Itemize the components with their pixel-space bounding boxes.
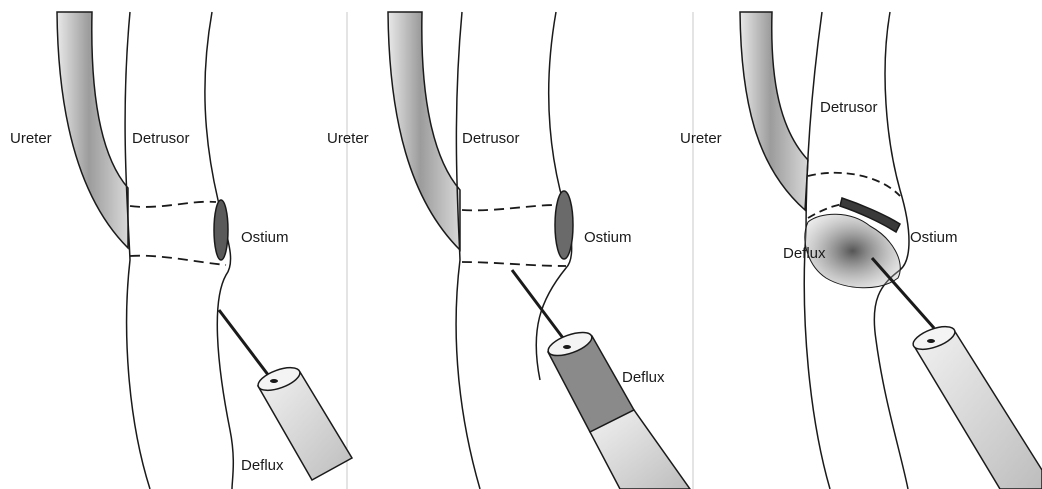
deflux-label: Deflux [622, 369, 665, 386]
deflux-label: Deflux [783, 245, 826, 262]
tunnel-dashed-top [462, 205, 556, 210]
needle [512, 270, 566, 342]
tunnel-dashed-top [808, 173, 900, 196]
panel-3: Ureter Detrusor Ostium Deflux [680, 12, 1042, 489]
ureter-tube [740, 12, 808, 210]
ureter-label: Ureter [680, 130, 722, 147]
panel-1: Ureter Detrusor Ostium Deflux [10, 12, 352, 489]
ureter-label: Ureter [327, 130, 369, 147]
detrusor-line-left [456, 12, 480, 489]
ostium-label: Ostium [910, 229, 958, 246]
ostium-opening [214, 200, 228, 260]
ostium-label: Ostium [584, 229, 632, 246]
detrusor-label: Detrusor [132, 130, 190, 147]
syringe [545, 328, 690, 489]
needle [219, 310, 272, 380]
detrusor-label: Detrusor [820, 99, 878, 116]
detrusor-label: Detrusor [462, 130, 520, 147]
ureter-label: Ureter [10, 130, 52, 147]
detrusor-line-left [125, 12, 150, 489]
panel-2: Ureter Detrusor Ostium Deflux [327, 12, 690, 489]
tunnel-dashed-bottom [130, 256, 226, 265]
needle [872, 258, 934, 328]
ureter-tube [57, 12, 128, 248]
ureter-tube [388, 12, 460, 250]
ostium-opening [555, 191, 573, 259]
ostium-label: Ostium [241, 229, 289, 246]
tunnel-dashed-bottom [462, 262, 566, 266]
tunnel-dashed-top [130, 202, 216, 207]
deflux-label: Deflux [241, 457, 284, 474]
syringe [910, 322, 1042, 489]
